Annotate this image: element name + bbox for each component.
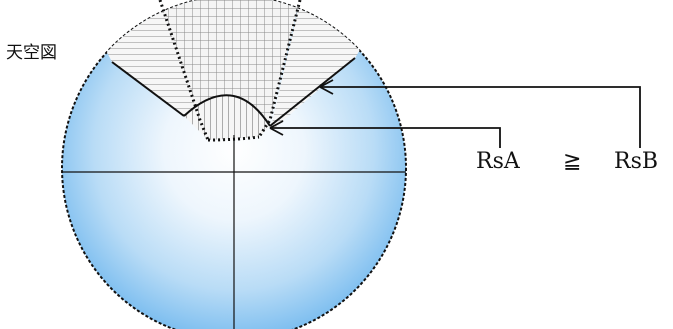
region-a (184, 95, 270, 140)
dotted-boundary-left (158, 0, 210, 141)
rsa-label: RsA (476, 149, 521, 174)
region-grid (160, 0, 300, 120)
boundary-b-right (269, 57, 356, 127)
rsb-label: RsB (614, 149, 658, 174)
relation-symbol: ≧ (563, 149, 581, 174)
rsb-arrowhead (319, 79, 334, 95)
rsa-arrowhead (269, 120, 284, 136)
boundary-a (183, 94, 271, 127)
dotted-boundary-right (257, 0, 302, 138)
rsb-callout (320, 86, 641, 148)
rsa-callout (270, 127, 501, 148)
sky-diagram-title: 天空図 (6, 43, 57, 63)
boundary-b (111, 61, 185, 117)
